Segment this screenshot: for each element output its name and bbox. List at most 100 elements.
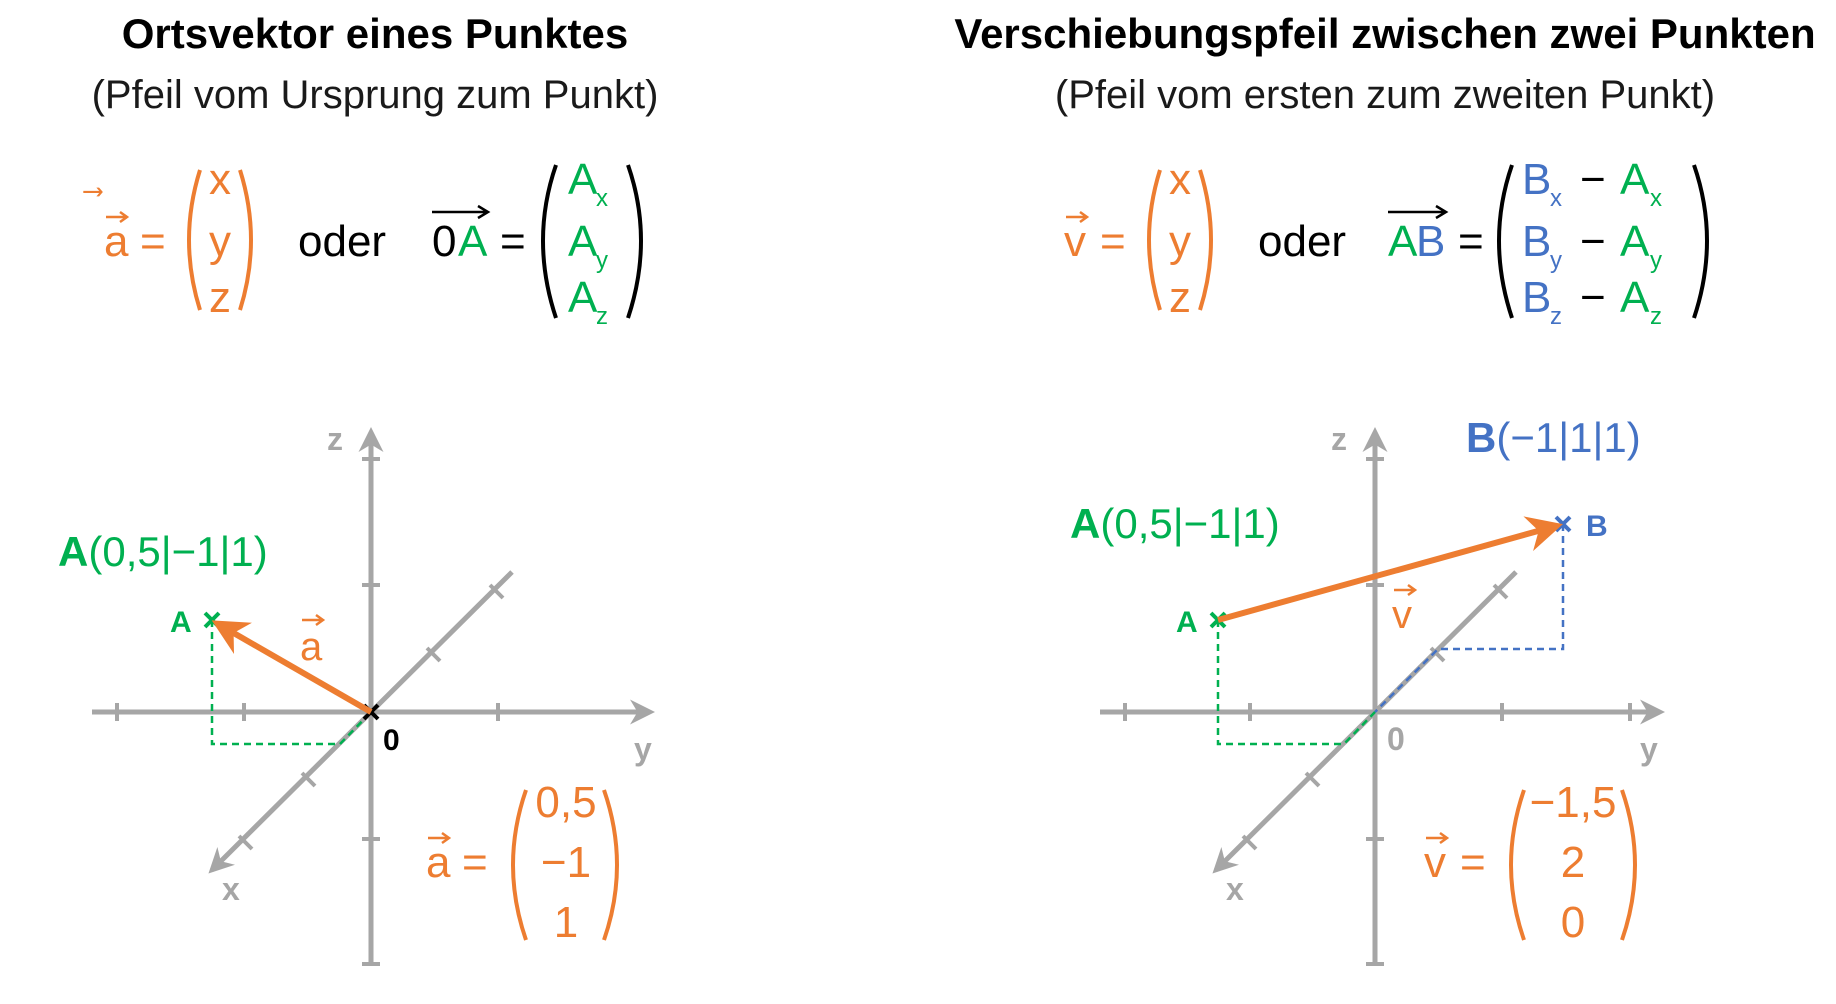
right-coordinate-system: z y x 0 A A(0,5|−1|1) B B(−1|1|1) v v (1070, 414, 1665, 966)
a-z-sub: z (596, 303, 608, 330)
component-z: z (1169, 273, 1191, 322)
b-y-sub: y (1550, 247, 1562, 274)
oder-label: oder (1258, 217, 1346, 266)
a-z-base: A (1620, 273, 1650, 322)
left-coordinate-system: z y x 0 A A(0,5|−1|1) a a = 0,5 (58, 421, 655, 966)
left-panel: Ortsvektor eines Punktes (Pfeil vom Ursp… (58, 10, 659, 966)
point-b-label: B (1586, 510, 1608, 543)
origin-label: 0 (383, 724, 400, 757)
arrow-a-label: a (300, 625, 323, 669)
matrix-ay: A y (568, 217, 608, 274)
a-y-sub: y (596, 247, 608, 274)
point-a-coordinates: A(0,5|−1|1) (58, 528, 268, 575)
paren-left-icon (511, 789, 528, 941)
equals-sign: = (1100, 217, 1126, 266)
a-y-base: A (568, 217, 598, 266)
x-axis-label: x (222, 871, 240, 907)
origin-zero-symbol: 0 (432, 217, 456, 266)
equals-sign: = (140, 217, 166, 266)
left-title: Ortsvektor eines Punktes (122, 10, 629, 57)
a-x-base: A (568, 155, 598, 204)
left-formula: a ⃗ = x y z oder 0 A = A x A y (83, 155, 643, 330)
right-formula: v = x y z oder A B = B x − A x B (1064, 155, 1709, 330)
point-a-label: A (170, 606, 192, 639)
paren-right-icon (602, 789, 619, 941)
result-value-1: −1,5 (1530, 778, 1617, 827)
right-subtitle: (Pfeil vom ersten zum zweiten Punkt) (1055, 73, 1715, 117)
displacement-vector-arrow (1217, 516, 1563, 623)
z-axis-label: z (1331, 421, 1347, 457)
y-axis-ticks (115, 703, 500, 721)
component-x: x (1169, 155, 1191, 204)
result-v-symbol: v (1424, 838, 1446, 887)
a-x-sub: x (596, 185, 608, 212)
point-b-coords: (−1|1|1) (1496, 414, 1640, 461)
left-result-vector: a = 0,5 −1 1 (426, 778, 619, 947)
paren-left-icon (187, 169, 202, 311)
vector-arrow-icon (1066, 210, 1090, 224)
equals-sign: = (1460, 838, 1486, 887)
ab-a-symbol: A (1388, 217, 1418, 266)
paren-right-icon (1620, 789, 1637, 941)
right-panel: Verschiebungspfeil zwischen zwei Punkten… (954, 10, 1816, 966)
left-subtitle: (Pfeil vom Ursprung zum Punkt) (92, 73, 659, 117)
result-value-3: 0 (1561, 898, 1585, 947)
minus-sign: − (1580, 217, 1606, 266)
paren-left-icon (1147, 169, 1162, 311)
right-title: Verschiebungspfeil zwischen zwei Punkten (954, 10, 1815, 57)
result-value-2: −1 (541, 838, 591, 887)
paren-right-icon (1692, 164, 1709, 319)
paren-left-icon (1509, 789, 1526, 941)
vector-arrow-icon (1388, 204, 1449, 220)
component-z: z (209, 273, 231, 322)
y-axis-ticks (1123, 703, 1632, 721)
point-a-coords: (0,5|−1|1) (88, 528, 267, 575)
matrix-row-x: B x − A x (1522, 155, 1662, 212)
b-z-base: B (1522, 273, 1551, 322)
arrow-v-label: v (1392, 593, 1412, 637)
paren-right-icon (1198, 169, 1213, 311)
a-y-base: A (1620, 217, 1650, 266)
y-axis-label: y (1640, 731, 1658, 767)
b-y-base: B (1522, 217, 1551, 266)
z-axis-ticks (362, 457, 380, 966)
z-axis-label: z (327, 421, 343, 457)
y-axis-label: y (634, 731, 652, 767)
origin-label: 0 (1387, 721, 1405, 757)
a-x-base: A (1620, 155, 1650, 204)
point-a-coordinates: A(0,5|−1|1) (1070, 500, 1280, 547)
equals-sign: = (462, 838, 488, 887)
point-a-coords: (0,5|−1|1) (1100, 500, 1279, 547)
minus-sign: − (1580, 155, 1606, 204)
projection-a-dashed-line (1216, 620, 1376, 746)
projection-b-dashed-line (1374, 524, 1565, 713)
b-x-base: B (1522, 155, 1551, 204)
b-x-sub: x (1550, 185, 1562, 212)
matrix-row-z: B z − A z (1522, 273, 1662, 330)
x-axis-ticks (1241, 583, 1509, 851)
vector-arrow-icon (428, 831, 452, 845)
minus-sign: − (1580, 273, 1606, 322)
x-axis-label: x (1226, 871, 1244, 907)
component-y: y (209, 217, 231, 266)
vector-arrow-icon (106, 210, 130, 224)
point-a-label: A (1176, 606, 1198, 639)
position-vector-arrow (211, 620, 373, 715)
result-a-symbol: a (426, 838, 451, 887)
result-value-3: 1 (554, 898, 578, 947)
b-z-sub: z (1550, 303, 1562, 330)
vector-arrow-icon (1426, 831, 1450, 845)
paren-right-icon (626, 164, 643, 319)
point-a-symbol: A (458, 217, 488, 266)
component-x: x (209, 155, 231, 204)
point-b-coordinates: B(−1|1|1) (1466, 414, 1641, 461)
vector-a-symbol: a (104, 217, 129, 266)
vector-arrow-icon: ⃗ (83, 187, 103, 197)
x-axis-ticks (237, 583, 505, 851)
vector-arrow-icon (302, 613, 326, 627)
paren-left-icon (541, 164, 558, 319)
point-b-bold: B (1466, 414, 1496, 461)
a-z-sub: z (1650, 303, 1662, 330)
component-y: y (1169, 217, 1191, 266)
